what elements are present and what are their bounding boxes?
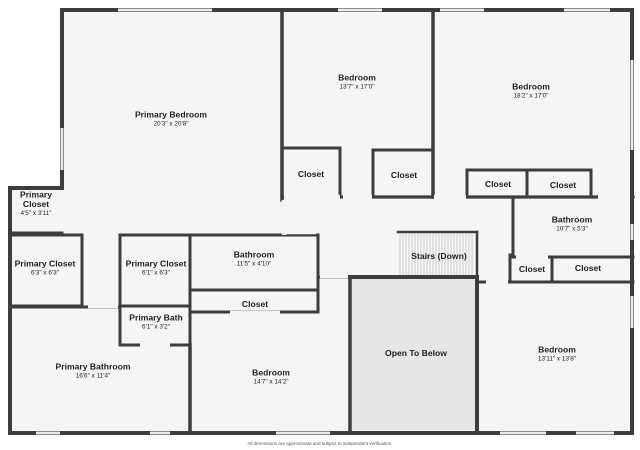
disclaimer-text: All dimensions are approximate and subje…	[247, 441, 393, 446]
room-dimensions: 16'6" x 11'4"	[76, 372, 111, 379]
room-dimensions: 6'3" x 6'3"	[31, 269, 59, 276]
room-name: Primary Bathroom	[56, 361, 131, 371]
exterior-notch	[10, 10, 62, 188]
room-name: Primary Bath	[129, 312, 183, 322]
room-label-stairs: Stairs (Down)	[411, 251, 467, 261]
room-name: Primary Bedroom	[135, 109, 207, 119]
room-dimensions: 14'7" x 14'2"	[253, 378, 288, 385]
stairs-graphic	[399, 234, 473, 276]
room-name: Closet	[575, 263, 601, 273]
room-dimensions: 6'1" x 6'3"	[142, 269, 170, 276]
room-label-closet-bedroom-right-b: Closet	[550, 180, 576, 190]
room-name: Closet	[298, 169, 324, 179]
room-label-closet-center: Closet	[242, 299, 268, 309]
window-layer	[36, 8, 634, 435]
room-name: Bathroom	[552, 214, 593, 224]
room-name: Primary Closet	[126, 258, 187, 268]
room-dimensions: 11'5" x 4'10"	[237, 260, 272, 267]
room-label-closet-right-a: Closet	[519, 264, 545, 274]
room-name: Bedroom	[538, 344, 576, 354]
floor-layer	[10, 10, 632, 433]
room-name: Bedroom	[252, 367, 290, 377]
room-name: Bedroom	[512, 81, 550, 91]
room-dimensions: 13'11" x 13'8"	[538, 355, 576, 362]
room-name: Open To Below	[385, 348, 447, 358]
room-name: Bedroom	[338, 72, 376, 82]
room-name: Closet	[391, 170, 417, 180]
room-label-closet-bedroom-right-a: Closet	[485, 179, 511, 189]
room-name: Closet	[242, 299, 268, 309]
room-name: Closet	[23, 199, 49, 209]
room-name: Stairs (Down)	[411, 251, 467, 261]
room-label-closet-bedroom-top-left: Closet	[298, 169, 324, 179]
floor-fill	[10, 10, 632, 433]
room-dimensions: 6'1" x 3'2"	[142, 323, 170, 330]
room-label-closet-right-b: Closet	[575, 263, 601, 273]
room-label-open-to-below: Open To Below	[385, 348, 447, 358]
open-to-below-fill	[352, 277, 476, 430]
room-name: Closet	[550, 180, 576, 190]
room-name: Closet	[519, 264, 545, 274]
room-name: Primary Closet	[15, 258, 76, 268]
room-dimensions: 18'2" x 17'0"	[513, 92, 548, 99]
room-dimensions: 20'3" x 20'8"	[153, 120, 188, 127]
room-dimensions: 10'7" x 5'3"	[556, 225, 588, 232]
room-dimensions: 13'7" x 17'0"	[339, 83, 374, 90]
room-dimensions: 4'5" x 3'11"	[20, 210, 51, 217]
room-name: Primary	[20, 190, 52, 200]
room-name: Closet	[485, 179, 511, 189]
room-name: Bathroom	[234, 249, 275, 259]
room-label-closet-bedroom-top-right: Closet	[391, 170, 417, 180]
